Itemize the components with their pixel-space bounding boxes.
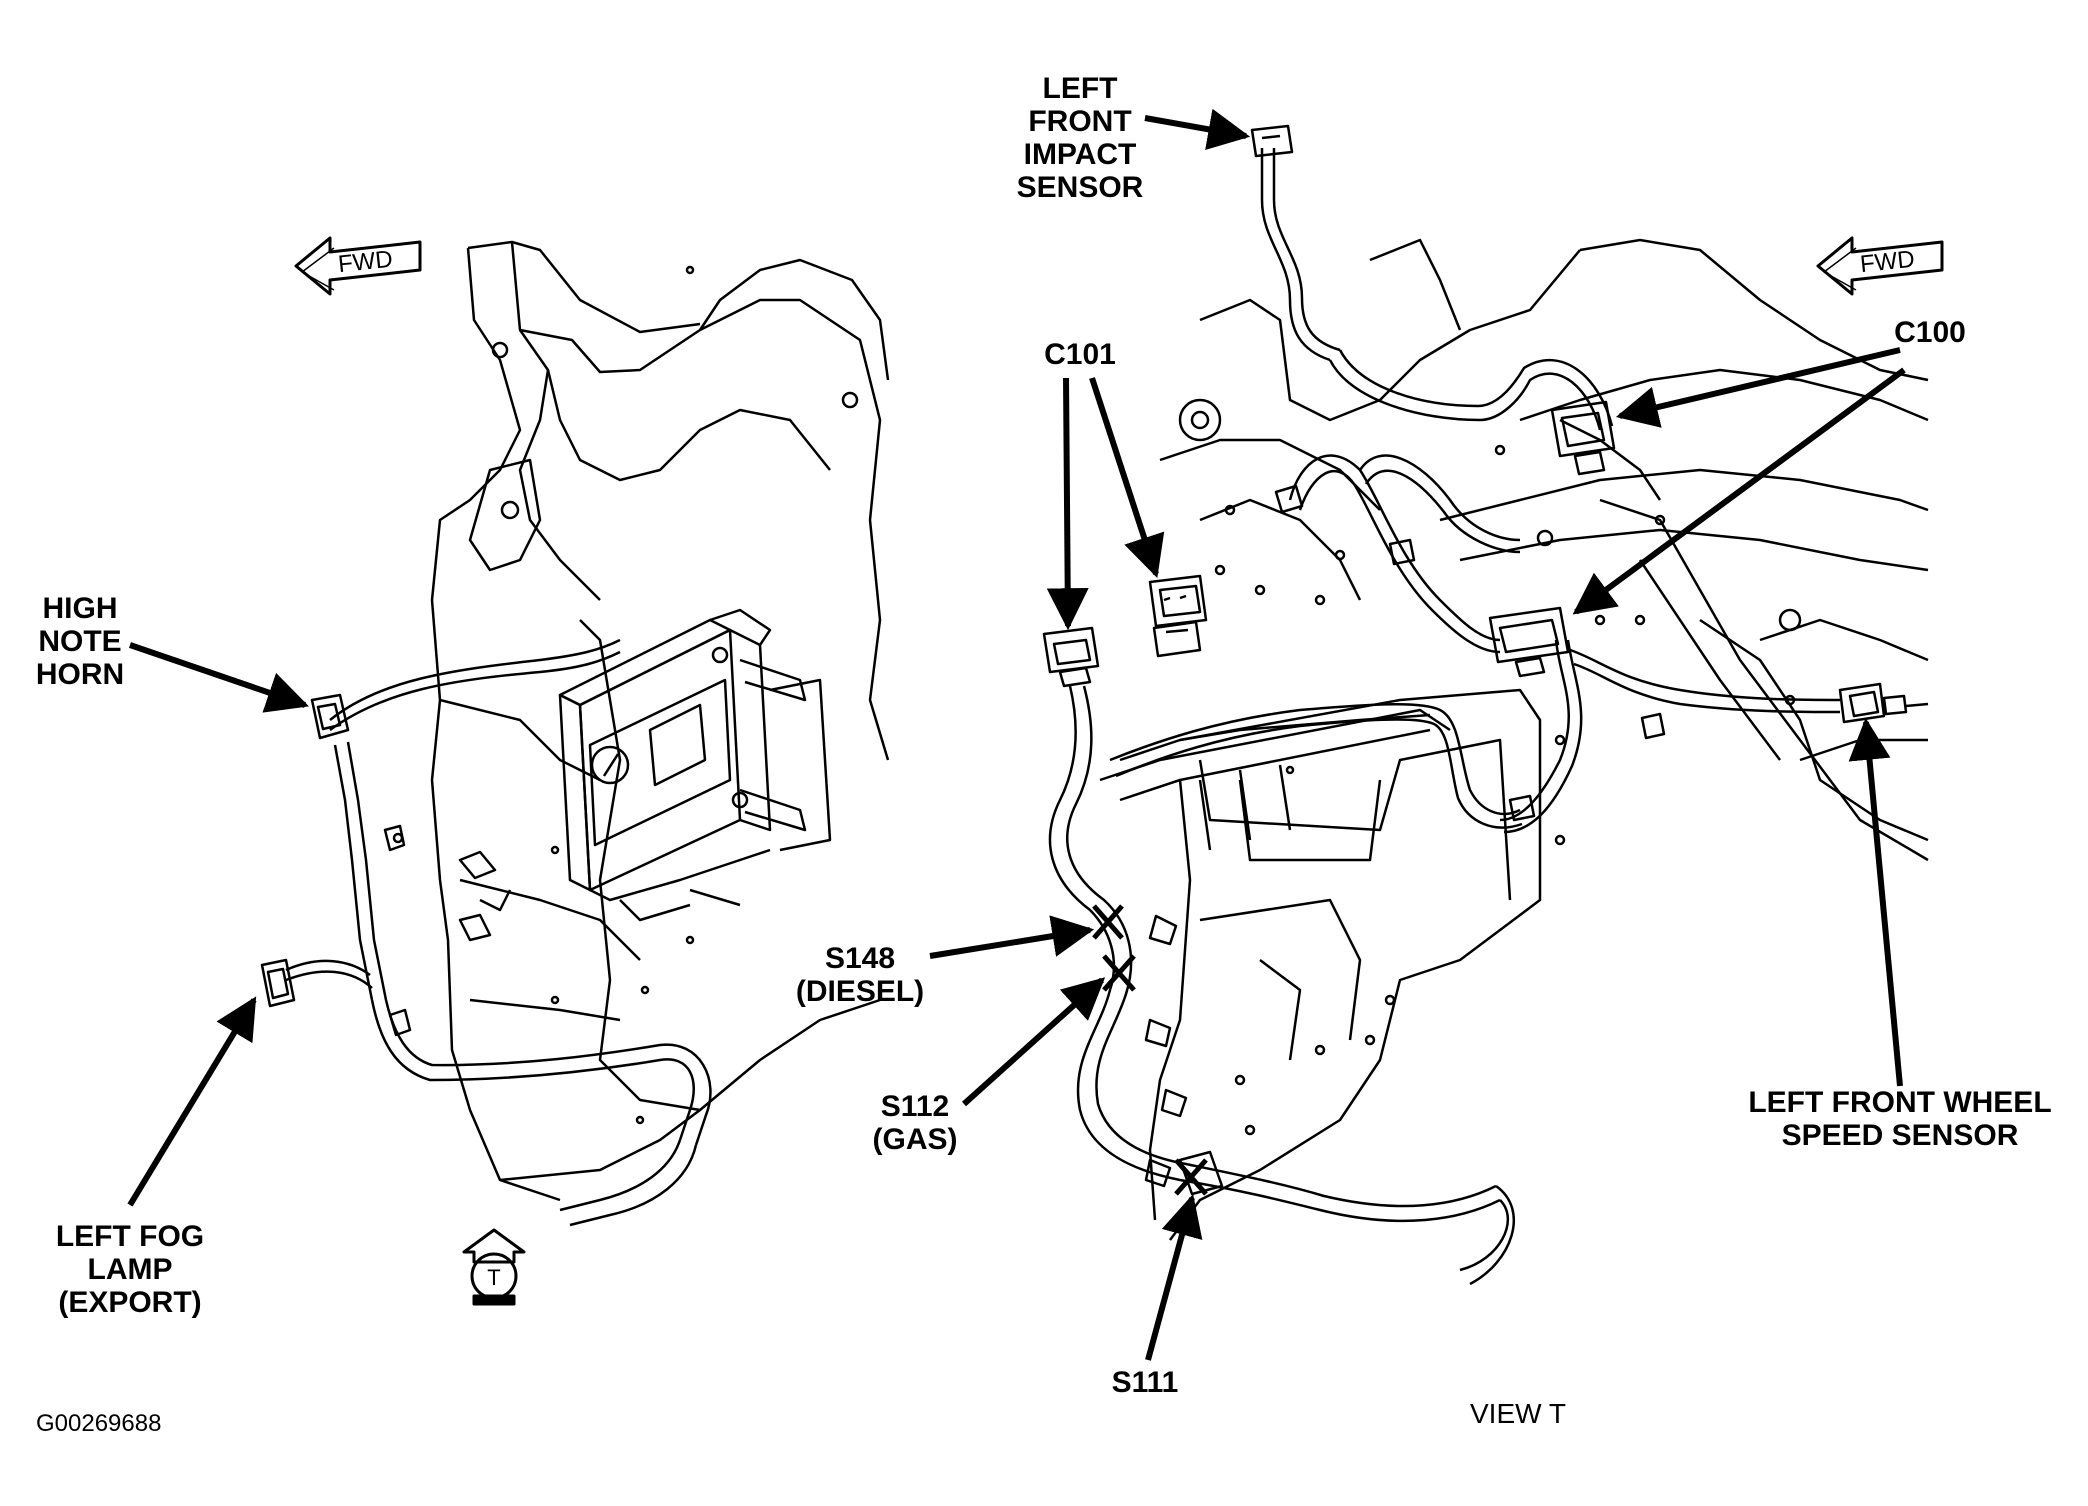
label-line: LAMP [87, 1253, 173, 1286]
figure-id: G00269688 [36, 1410, 162, 1437]
fwd-label-right: FWD [1859, 246, 1916, 279]
label-line: (DIESEL) [795, 975, 925, 1008]
harness-right [1042, 124, 1929, 1286]
pcm-module-left [558, 608, 832, 922]
label-line: LEFT [1042, 72, 1118, 105]
label-line: C100 [1894, 316, 1966, 349]
label-line: S112 [880, 1090, 950, 1123]
label-high-note-horn: HIGH NOTE HORN [30, 592, 130, 691]
label-line: LEFT FRONT WHEEL [1748, 1086, 2052, 1119]
label-line: IMPACT [1023, 138, 1137, 171]
label-s111: S111 [1090, 1366, 1200, 1399]
label-s112: S112 (GAS) [860, 1090, 970, 1156]
pcm-module-right [1099, 708, 1451, 851]
label-line: NOTE [38, 625, 122, 658]
label-line: (EXPORT) [58, 1286, 202, 1319]
harness-left [260, 638, 712, 1227]
label-left-fog-lamp: LEFT FOG LAMP (EXPORT) [40, 1220, 220, 1319]
label-line: SENSOR [1016, 171, 1144, 204]
label-line: S111 [1111, 1366, 1179, 1399]
label-line: LEFT FOG [55, 1220, 205, 1253]
label-line: HIGH [42, 592, 118, 625]
label-line: C101 [1044, 338, 1116, 371]
label-line: S148 [824, 942, 896, 975]
label-s148: S148 (DIESEL) [790, 942, 930, 1008]
label-c100: C100 [1880, 316, 1980, 349]
label-line: FRONT [1028, 105, 1132, 138]
view-marker-letter: T [487, 1265, 500, 1290]
fwd-arrow-right [1816, 236, 1944, 296]
label-line: HORN [35, 658, 125, 691]
leader-arrows [127, 108, 1906, 1361]
label-line: (GAS) [872, 1123, 958, 1156]
view-caption: VIEW T [1470, 1398, 1566, 1429]
label-line: SPEED SENSOR [1781, 1119, 2019, 1152]
view-marker [462, 1228, 526, 1306]
label-c101: C101 [1030, 338, 1130, 371]
label-left-front-impact-sensor: LEFT FRONT IMPACT SENSOR [1000, 72, 1160, 204]
fwd-label-left: FWD [337, 246, 394, 279]
fwd-arrow-left [294, 236, 422, 296]
label-left-front-wheel-speed-sensor: LEFT FRONT WHEEL SPEED SENSOR [1740, 1086, 2060, 1152]
left-view-structure [430, 240, 890, 1202]
